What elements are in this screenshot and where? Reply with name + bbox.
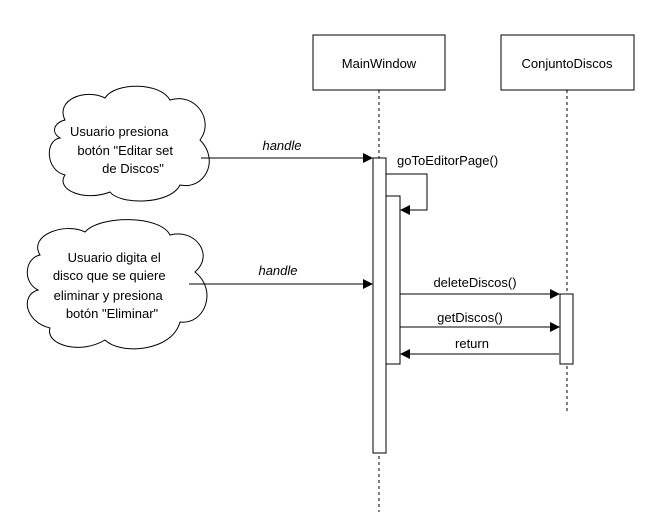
participant-conjunto-discos[interactable]: ConjuntoDiscos — [500, 34, 635, 91]
message-handle-1-label: handle — [262, 138, 301, 153]
activation-bar-nested-main-window — [385, 195, 401, 365]
cloud2-line-4: botón "Eliminar" — [66, 306, 159, 321]
cloud1-line-1: Usuario presiona — [70, 124, 169, 139]
message-return-label: return — [455, 336, 489, 351]
participant-main-window[interactable]: MainWindow — [312, 34, 446, 91]
message-go-to-editor-page[interactable]: goToEditorPage() — [386, 153, 498, 215]
participant-conjunto-discos-label: ConjuntoDiscos — [521, 56, 613, 71]
message-go-to-editor-page-label: goToEditorPage() — [397, 153, 498, 168]
message-handle-2-label: handle — [258, 263, 297, 278]
actor-cloud-eliminar: Usuario digita el disco que se quiere el… — [26, 219, 208, 350]
message-delete-discos-label: deleteDiscos() — [433, 275, 516, 290]
cloud1-line-2: botón "Editar set — [77, 143, 173, 158]
cloud2-line-2: disco que se quiere — [53, 268, 166, 283]
message-get-discos-label: getDiscos() — [437, 310, 503, 325]
cloud1-line-3: de Discos" — [102, 161, 164, 176]
participant-main-window-label: MainWindow — [342, 56, 417, 71]
message-handle-1[interactable]: handle — [201, 138, 373, 163]
message-delete-discos[interactable]: deleteDiscos() — [400, 275, 560, 299]
actor-cloud-editar-set: Usuario presiona botón "Editar set de Di… — [48, 85, 210, 202]
message-handle-2[interactable]: handle — [189, 263, 373, 289]
cloud2-line-3: eliminar y presiona — [54, 288, 164, 303]
cloud2-line-1: Usuario digita el — [68, 250, 161, 265]
message-return[interactable]: return — [400, 336, 559, 359]
activation-bar-main-window — [372, 157, 387, 454]
activation-bar-conjunto-discos — [559, 293, 574, 365]
cloud1-text: Usuario presiona botón "Editar set de Di… — [70, 124, 177, 176]
cloud2-text: Usuario digita el disco que se quiere el… — [53, 250, 169, 321]
message-get-discos[interactable]: getDiscos() — [400, 310, 560, 332]
